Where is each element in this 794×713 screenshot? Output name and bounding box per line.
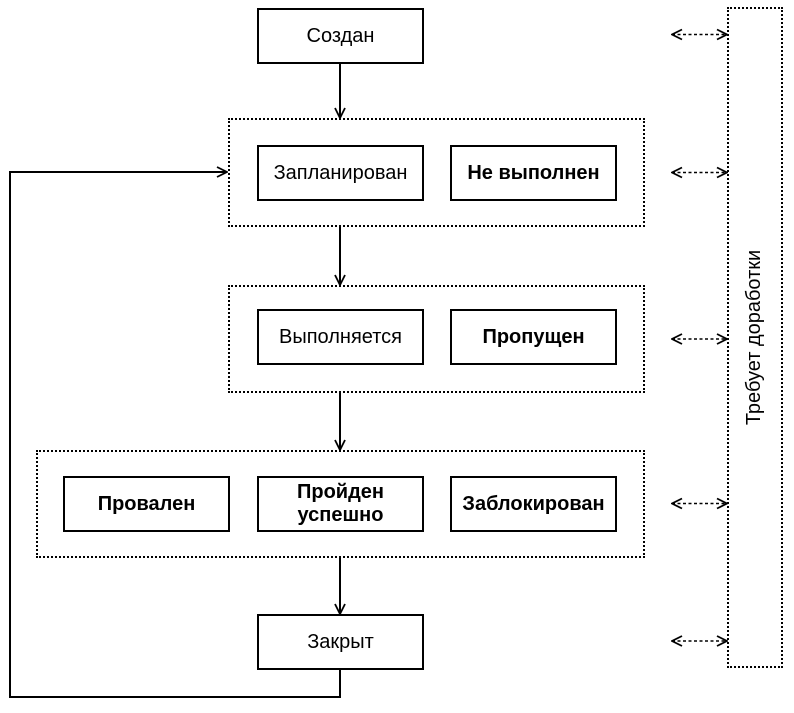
state-label: Выполняется (279, 325, 402, 348)
state-label: Закрыт (307, 630, 374, 653)
state-blocked: Заблокирован (450, 476, 617, 532)
state-failed: Провален (63, 476, 230, 532)
rework-label: Требует доработки (743, 249, 766, 426)
rework-panel: Требует доработки (727, 7, 783, 668)
state-label: Запланирован (273, 161, 408, 184)
state-executing: Выполняется (257, 309, 424, 365)
state-label: Создан (306, 24, 375, 47)
state-skipped: Пропущен (450, 309, 617, 365)
state-label: Пройден успешно (296, 481, 384, 526)
state-created: Создан (257, 8, 424, 64)
state-passed: Пройден успешно (257, 476, 424, 532)
state-planned: Запланирован (257, 145, 424, 201)
state-not-executed: Не выполнен (450, 145, 617, 201)
state-closed: Закрыт (257, 614, 424, 670)
state-label: Заблокирован (462, 492, 605, 515)
state-label: Не выполнен (467, 161, 600, 184)
state-label: Пропущен (482, 325, 585, 348)
state-label: Провален (97, 492, 196, 515)
